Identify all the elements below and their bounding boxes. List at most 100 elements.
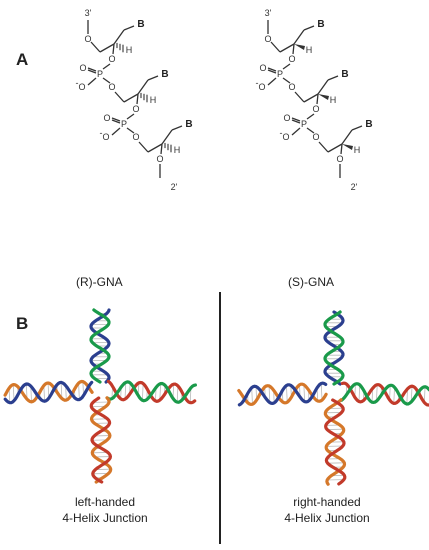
top-arm-strand-front [89, 308, 111, 384]
bond [123, 25, 135, 31]
minus-sign: - [76, 78, 79, 88]
hydrogen-label: H [126, 45, 133, 55]
phosphorus-label: P [121, 119, 127, 129]
bond [102, 77, 111, 84]
bond [126, 127, 135, 134]
bond [138, 141, 149, 153]
bond [306, 113, 315, 120]
two-prime-label: 2' [171, 182, 178, 192]
minus-sign: - [256, 78, 259, 88]
minus-sign: - [280, 128, 283, 138]
oxygen-label: O [288, 82, 295, 92]
base-pair-rung [376, 384, 378, 402]
o-minus-label: O [282, 132, 289, 142]
left-junction-caption: left-handed 4-Helix Junction [30, 495, 180, 525]
bond [318, 141, 329, 153]
base-pair-rung [78, 383, 80, 400]
bond [303, 93, 319, 103]
oxygen-label: O [108, 82, 115, 92]
bond [351, 125, 363, 131]
base-label: B [185, 119, 192, 130]
bond [327, 75, 339, 81]
base-pair-rung [320, 383, 323, 401]
bond [294, 91, 305, 103]
bond [267, 69, 277, 74]
bond [99, 43, 115, 53]
solid-wedge [342, 144, 353, 150]
base-label: B [317, 19, 324, 30]
oxygen-label: O [288, 54, 295, 64]
bond [279, 43, 295, 53]
bond [306, 127, 315, 134]
hydrogen-label: H [150, 95, 157, 105]
hydrogen-label: H [174, 145, 181, 155]
solid-wedge [318, 94, 329, 100]
base-pair-rung [251, 387, 253, 405]
base-label: B [137, 19, 144, 30]
base-pair-rung [60, 382, 63, 399]
oxygen-label: O [156, 154, 163, 164]
bond [114, 91, 125, 103]
phosphorus-label: P [97, 69, 103, 79]
base-pair-rung [303, 384, 306, 402]
bond [160, 143, 163, 155]
base-pair-rung [286, 385, 288, 403]
oxygen-label: O [132, 132, 139, 142]
bond [340, 143, 343, 155]
right-caption-line1: right-handed [293, 495, 361, 509]
base-label: B [161, 69, 168, 80]
base-pair-rung [142, 383, 144, 401]
bond [341, 129, 353, 145]
bond [270, 41, 281, 53]
bond [267, 77, 277, 86]
bond [137, 79, 149, 95]
base-label: B [365, 119, 372, 130]
oxygen-label: O [283, 113, 290, 123]
bond [147, 75, 159, 81]
oxygen-label: O [259, 63, 266, 73]
right-caption-line2: 4-Helix Junction [284, 511, 370, 525]
oxygen-label: O [79, 63, 86, 73]
bond [327, 143, 343, 153]
o-minus-label: O [102, 132, 109, 142]
bond [90, 41, 101, 53]
bottom-arm-strand-front [324, 398, 347, 486]
bond [161, 129, 173, 145]
hydrogen-label: H [306, 45, 313, 55]
bond [111, 117, 121, 122]
bottom-arm-strand-front [89, 396, 113, 484]
panel-divider [219, 292, 221, 544]
phosphorus-label: P [301, 119, 307, 129]
bond [316, 93, 319, 105]
base-pair-rung [423, 386, 426, 403]
bond [317, 79, 329, 95]
bond [292, 43, 295, 55]
bond [111, 127, 121, 136]
hydrogen-label: H [330, 95, 337, 105]
bond [87, 67, 97, 72]
bond [171, 125, 183, 131]
bond [112, 43, 115, 55]
hydrogen-label: H [354, 145, 361, 155]
base-pair-rung [410, 386, 413, 402]
bond [147, 143, 163, 153]
right-arm-strand-back [340, 381, 429, 407]
o-minus-label: O [78, 82, 85, 92]
panel-a-label: A [16, 50, 29, 69]
phosphorus-label: P [277, 69, 283, 79]
bond [293, 29, 305, 45]
o-minus-label: O [258, 82, 265, 92]
base-pair-rung [12, 384, 15, 401]
bond [123, 93, 139, 103]
solid-wedge [294, 44, 305, 50]
oxygen-label: O [132, 104, 139, 114]
left-arm-strand-front [237, 381, 328, 407]
base-pair-rung [393, 387, 395, 404]
right-arm-strand-front [340, 382, 429, 406]
bond [87, 69, 97, 74]
s-gna-label: (S)-GNA [288, 275, 334, 289]
bond [291, 127, 301, 136]
base-label: B [341, 69, 348, 80]
